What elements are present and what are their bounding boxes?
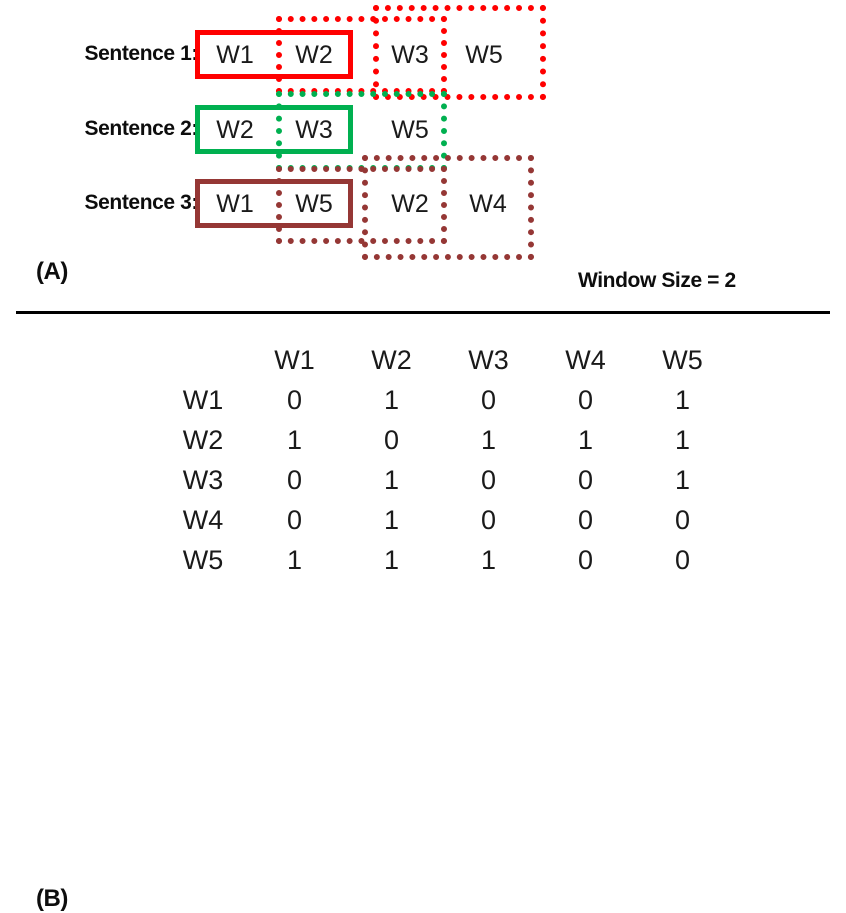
matrix-cell-w4-w4: 0: [577, 504, 594, 535]
panel-b-cooccurrence-matrix: W1 W2 W3 W4 W5 W1 0 1 0 0 1 W2 1 0 1 1: [0, 312, 846, 913]
matrix-cell-w5-w4: 0: [577, 544, 594, 575]
matrix-cell-w4-w2: 1: [383, 504, 400, 535]
matrix-col-header-w1: W1: [274, 344, 315, 375]
matrix-cell-w4-w1: 0: [286, 504, 303, 535]
sentence-2-word-1: W2: [216, 116, 254, 144]
matrix-cell-w2-w5: 1: [674, 424, 691, 455]
matrix-cell-w5-w2: 1: [383, 544, 400, 575]
sentence-3-label: Sentence 3:: [84, 191, 199, 214]
sentence-1-word-1: W1: [216, 41, 254, 69]
sentence-1-label: Sentence 1:: [84, 42, 199, 65]
matrix-cell-w1-w1: 0: [286, 384, 303, 415]
matrix-cell-w1-w2: 1: [383, 384, 400, 415]
matrix-col-header-w2: W2: [371, 344, 412, 375]
sentence-2-window-1-box: [195, 105, 353, 154]
matrix-cell-w2-w4: 1: [577, 424, 594, 455]
matrix-col-header-w3: W3: [468, 344, 509, 375]
sentence-3-word-3: W2: [391, 190, 429, 218]
table-row: W3 0 1 0 0 1: [160, 460, 731, 500]
matrix-cell-w4-w3: 0: [480, 504, 497, 535]
panel-b-caption: (B): [36, 885, 68, 912]
sentence-3-window-2-box: [276, 166, 447, 244]
table-row: W5 1 1 1 0 0: [160, 540, 731, 580]
matrix-col-header-w5: W5: [662, 344, 703, 375]
matrix-cell-w4-w5: 0: [674, 504, 691, 535]
sentence-3-word-2: W5: [295, 190, 333, 218]
sentence-2-word-2: W3: [295, 116, 333, 144]
matrix-cell-w1-w3: 0: [480, 384, 497, 415]
panel-a-caption: (A): [36, 258, 68, 285]
matrix-cell-w2-w1: 1: [286, 424, 303, 455]
sentence-3-word-1: W1: [216, 190, 254, 218]
matrix-cell-w3-w2: 1: [383, 464, 400, 495]
cooccurrence-matrix-table: W1 W2 W3 W4 W5 W1 0 1 0 0 1 W2 1 0 1 1: [160, 340, 731, 580]
matrix-row-header-w2: W2: [182, 424, 224, 455]
table-row: W4 0 1 0 0 0: [160, 500, 731, 540]
panel-a-cooccurrence-windows: Sentence 1: Sentence 2: Sentence 3: W1 W…: [0, 0, 846, 312]
matrix-cell-w3-w4: 0: [577, 464, 594, 495]
matrix-row-header-w3: W3: [182, 464, 224, 495]
matrix-cell-w1-w5: 1: [674, 384, 691, 415]
sentence-3-window-1-box: [195, 179, 353, 228]
matrix-row-header-w5: W5: [182, 544, 224, 575]
matrix-header-row: W1 W2 W3 W4 W5: [160, 340, 731, 380]
matrix-cell-w5-w3: 1: [480, 544, 497, 575]
sentence-2-label: Sentence 2:: [84, 117, 199, 140]
matrix-cell-w3-w5: 1: [674, 464, 691, 495]
matrix-col-header-w4: W4: [565, 344, 606, 375]
sentence-2-word-3: W5: [391, 116, 429, 144]
sentence-3-window-3-box: [362, 155, 534, 260]
sentence-1-word-2: W2: [295, 41, 333, 69]
sentence-1-window-3-box: [373, 5, 546, 100]
sentence-3-word-4: W4: [469, 190, 507, 218]
sentence-1-window-1-box: [195, 30, 353, 79]
table-row: W2 1 0 1 1 1: [160, 420, 731, 460]
matrix-cell-w5-w1: 1: [286, 544, 303, 575]
table-row: W1 0 1 0 0 1: [160, 380, 731, 420]
sentence-1-word-3: W3: [391, 41, 429, 69]
matrix-cell-w2-w3: 1: [480, 424, 497, 455]
window-size-label: Window Size = 2: [578, 269, 736, 292]
panel-divider: [16, 311, 830, 314]
matrix-row-header-w1: W1: [182, 384, 224, 415]
sentence-1-word-4: W5: [465, 41, 503, 69]
matrix-row-header-w4: W4: [182, 504, 224, 535]
matrix-cell-w1-w4: 0: [577, 384, 594, 415]
matrix-cell-w5-w5: 0: [674, 544, 691, 575]
matrix-corner-cell: [160, 340, 246, 380]
matrix-cell-w2-w2: 0: [383, 424, 400, 455]
matrix-cell-w3-w1: 0: [286, 464, 303, 495]
matrix-cell-w3-w3: 0: [480, 464, 497, 495]
